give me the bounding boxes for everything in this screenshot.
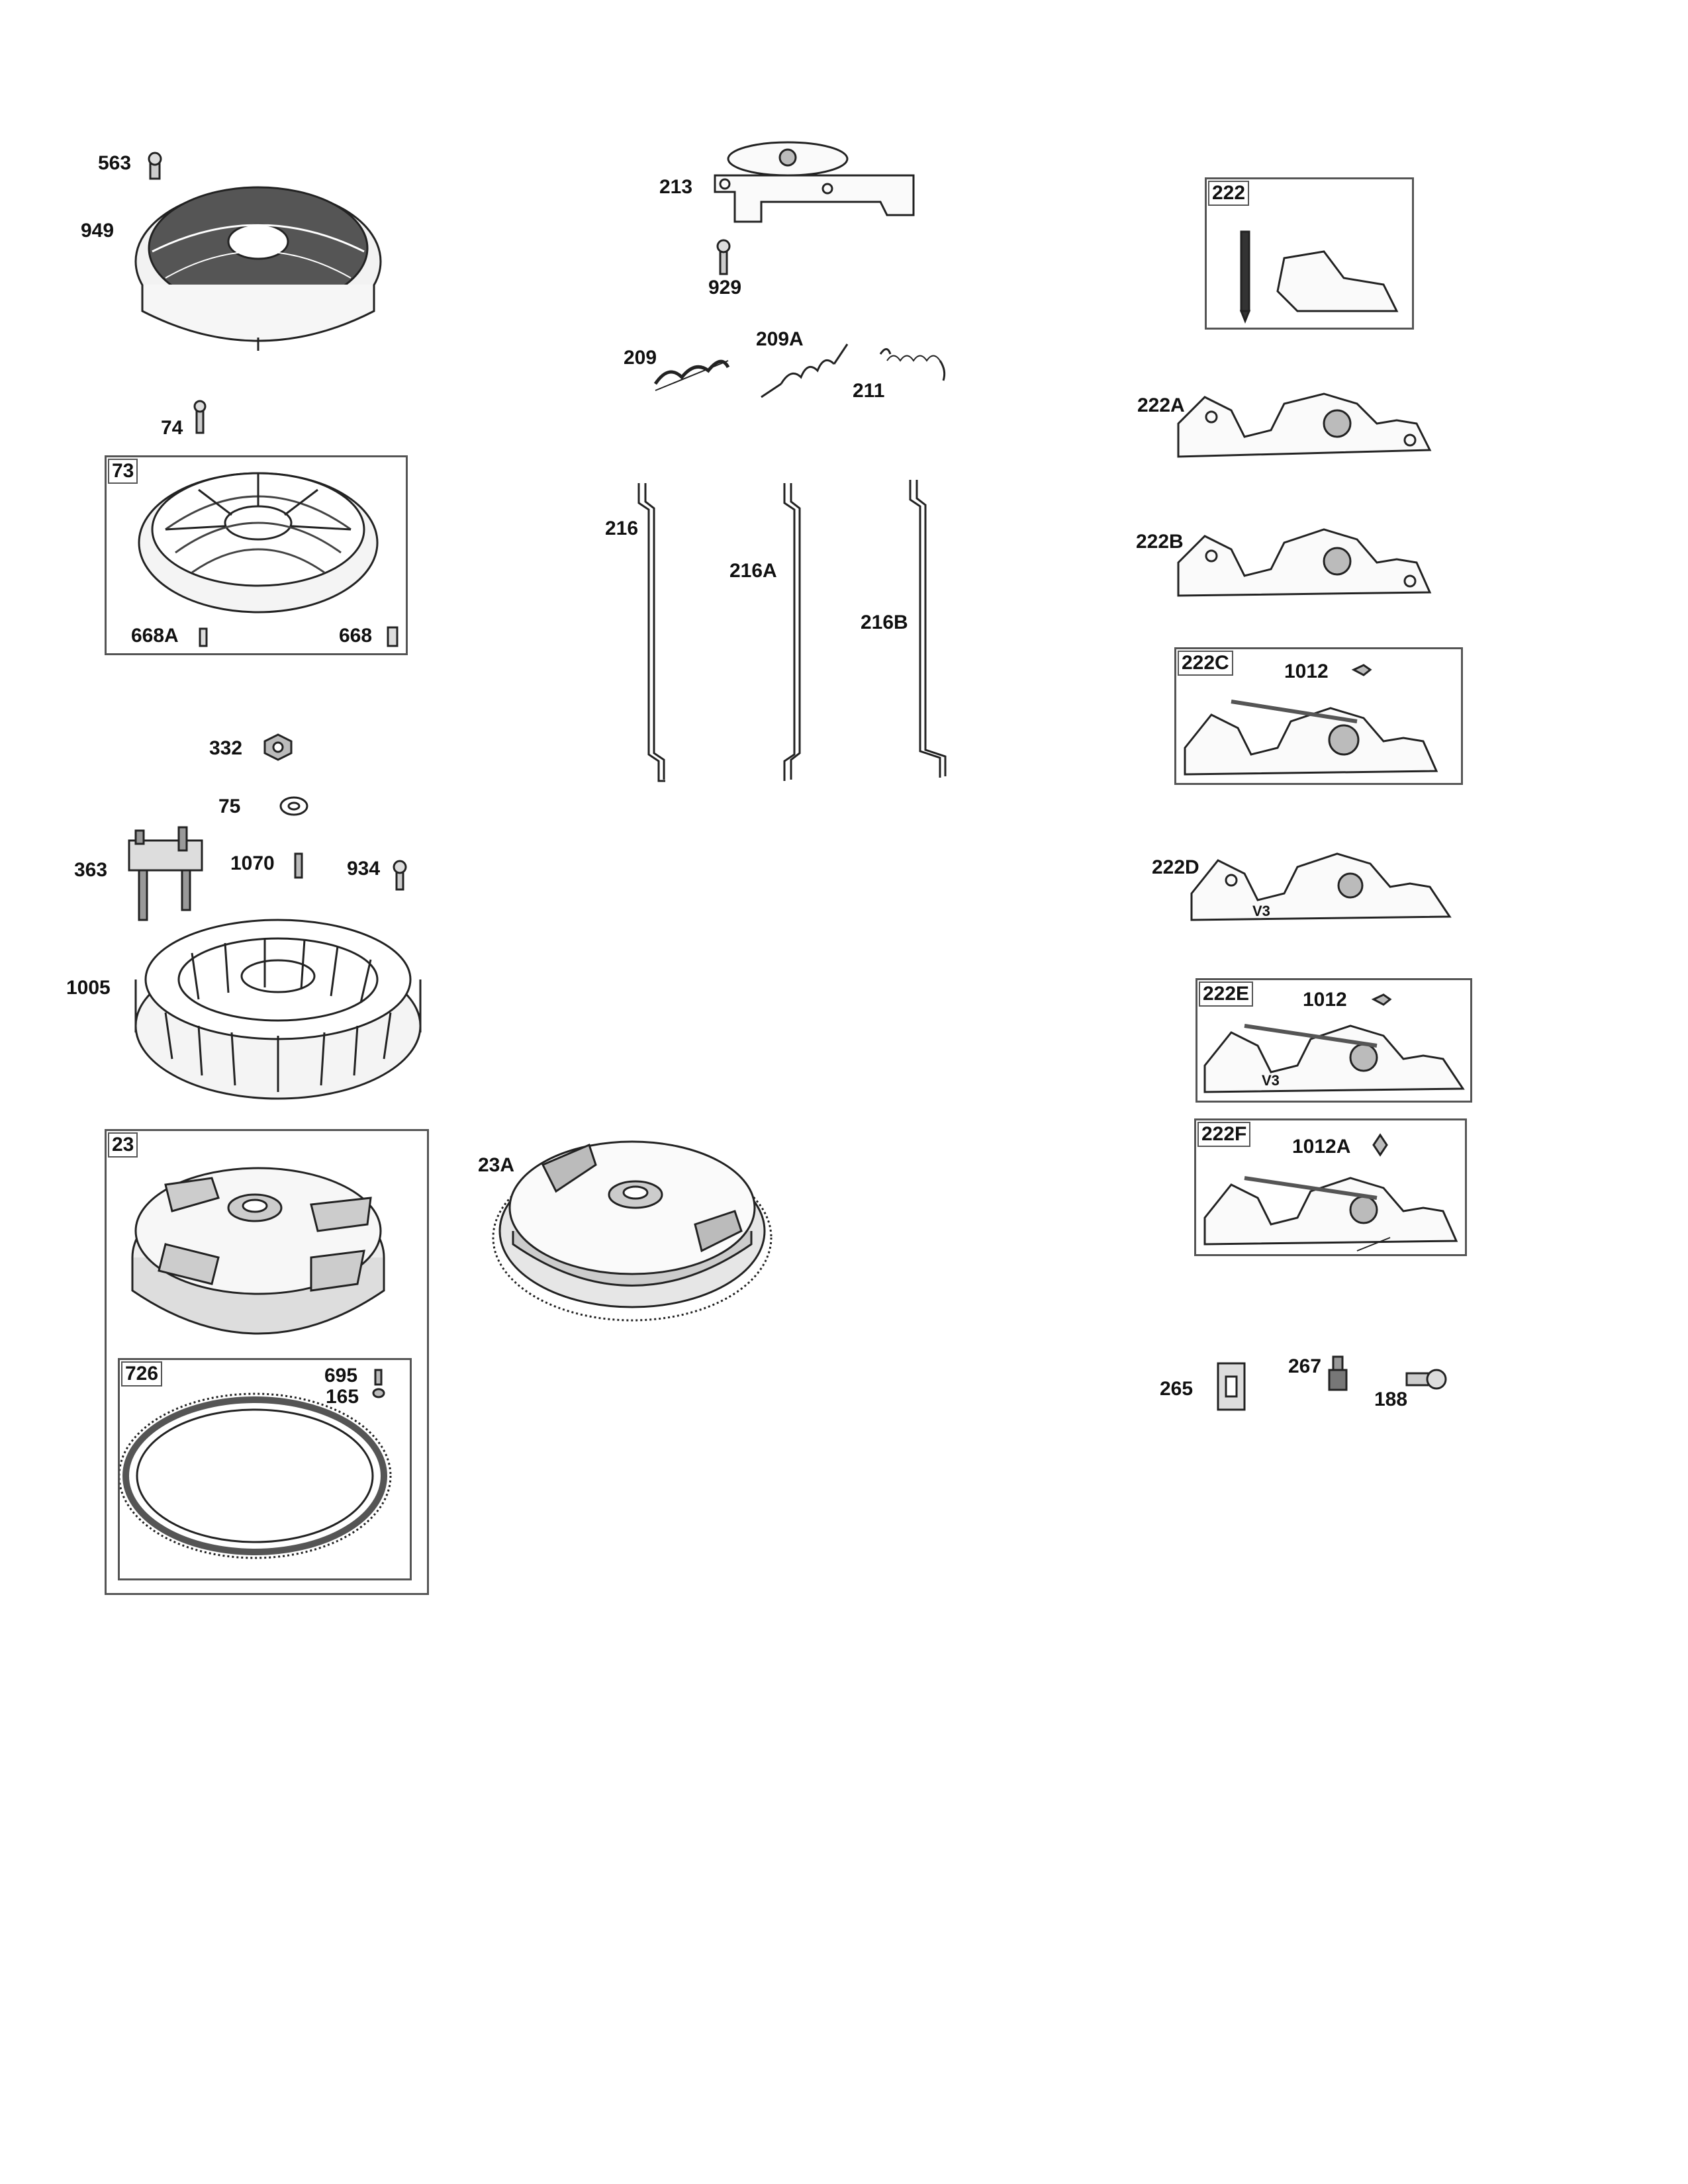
part-label-213: 213 — [659, 176, 693, 198]
governor-link-216-icon — [637, 483, 665, 782]
kit-box-23: 23 — [105, 1129, 429, 1595]
fitting-188-icon — [1405, 1369, 1447, 1390]
part-label-1012A: 1012A — [1292, 1136, 1351, 1158]
clutch-363-icon — [128, 826, 203, 921]
part-label-209: 209 — [624, 347, 657, 369]
part-label-222F: 222F — [1197, 1122, 1251, 1147]
part-label-222: 222 — [1208, 181, 1250, 206]
spring-209A-icon — [761, 343, 849, 398]
part-label-209A: 209A — [756, 328, 804, 350]
part-label-668A: 668A — [131, 625, 179, 647]
screw-929-icon — [716, 239, 731, 275]
part-label-363: 363 — [74, 859, 108, 881]
part-label-1012b: 1012 — [1303, 989, 1347, 1011]
nut-332-icon — [263, 733, 293, 761]
control-plate-222D-icon — [1190, 852, 1452, 921]
ring-gear-726-icon — [118, 1392, 392, 1559]
part-label-211: 211 — [853, 380, 885, 402]
part-label-949: 949 — [81, 220, 115, 242]
part-label-222A: 222A — [1137, 394, 1185, 416]
part-label-695: 695 — [324, 1365, 358, 1387]
part-label-188: 188 — [1374, 1388, 1408, 1410]
control-plate-222F-icon — [1203, 1176, 1458, 1251]
flywheel-23A-icon — [492, 1140, 773, 1322]
clip-1012-icon — [1351, 664, 1372, 676]
clip-1012A-icon — [1372, 1133, 1388, 1157]
part-label-74: 74 — [161, 417, 183, 439]
part-label-726: 726 — [121, 1361, 163, 1387]
screw-563-icon — [148, 152, 162, 180]
part-label-563: 563 — [98, 152, 132, 174]
washer-75-icon — [279, 796, 308, 816]
part-label-1005: 1005 — [66, 977, 111, 999]
screw-74-icon — [193, 400, 207, 434]
part-label-222B: 222B — [1136, 531, 1184, 553]
kit-box-222C: 222C — [1174, 647, 1463, 785]
retainer-668-icon — [387, 626, 399, 647]
part-label-934: 934 — [347, 858, 381, 880]
clip-1012b-icon — [1371, 993, 1392, 1006]
part-label-668: 668 — [339, 625, 373, 647]
version-label-v3b: V3 — [1262, 1072, 1280, 1089]
kit-box-726: 726 — [118, 1358, 412, 1580]
kit-box-222: 222 — [1205, 177, 1414, 330]
part-label-332: 332 — [209, 737, 243, 759]
part-label-1070: 1070 — [230, 852, 275, 874]
screw-695-icon — [374, 1369, 383, 1386]
kit-box-73: 73 — [105, 455, 408, 655]
governor-link-216B-icon — [909, 480, 947, 778]
governor-link-216A-icon — [783, 483, 801, 781]
part-label-73: 73 — [108, 459, 138, 484]
control-plate-222A-icon — [1177, 392, 1432, 458]
part-label-929: 929 — [708, 277, 742, 298]
part-label-222E: 222E — [1199, 981, 1254, 1007]
version-label-v3a: V3 — [1252, 903, 1270, 919]
nut-165-icon — [372, 1388, 385, 1398]
blower-housing-949-icon — [134, 186, 382, 351]
flywheel-23-icon — [131, 1167, 385, 1335]
spring-211-icon — [879, 348, 946, 381]
fitting-265-icon — [1217, 1362, 1246, 1411]
kit-box-222E: 222E — [1196, 978, 1472, 1103]
part-label-222C: 222C — [1178, 651, 1233, 676]
control-plate-222B-icon — [1177, 528, 1432, 597]
part-label-75: 75 — [218, 796, 241, 817]
part-label-1012: 1012 — [1284, 660, 1329, 682]
control-plate-222E-icon — [1203, 1024, 1465, 1093]
part-label-23: 23 — [108, 1132, 138, 1158]
screw-267-icon — [1328, 1355, 1348, 1391]
part-label-216: 216 — [605, 518, 639, 539]
part-label-222D: 222D — [1152, 856, 1199, 878]
part-label-216B: 216B — [861, 612, 908, 633]
part-label-265: 265 — [1160, 1378, 1194, 1400]
fan-1005-icon — [134, 919, 422, 1100]
kit-box-222F: 222F — [1194, 1118, 1467, 1256]
part-label-165: 165 — [326, 1386, 359, 1408]
screw-934-icon — [393, 860, 407, 891]
control-plate-222C-icon — [1184, 700, 1438, 776]
spring-209-icon — [653, 359, 730, 391]
rotating-screen-73-icon — [138, 472, 379, 614]
control-bracket-222-icon — [1239, 230, 1399, 324]
part-label-216A: 216A — [729, 560, 777, 582]
part-label-23A: 23A — [478, 1154, 515, 1176]
retainer-668A-icon — [199, 627, 208, 647]
governor-bracket-213-icon — [714, 141, 915, 223]
pin-1070-icon — [294, 852, 303, 879]
part-label-267: 267 — [1288, 1355, 1322, 1377]
